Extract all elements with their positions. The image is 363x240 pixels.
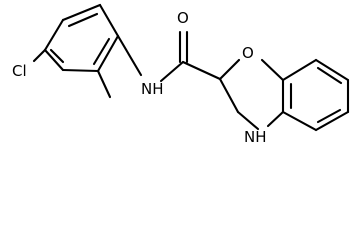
bond — [266, 110, 285, 128]
bond — [96, 34, 120, 73]
aromatic-double-bond — [316, 108, 342, 124]
bond — [98, 3, 120, 38]
bond — [218, 77, 240, 114]
bond — [281, 110, 318, 132]
carbonyl-oxygen-label: O — [177, 9, 189, 27]
bond — [43, 18, 65, 52]
bond — [43, 48, 65, 72]
molecule-structure: Cl NH O O NH — [12, 3, 350, 146]
oxazine-ring — [218, 58, 285, 131]
bond — [314, 110, 350, 132]
aromatic-double-bond — [92, 37, 111, 66]
bond — [61, 3, 102, 22]
bond — [260, 58, 285, 82]
phenyl-substituents — [32, 48, 112, 99]
fused-benzene-ring — [281, 58, 350, 132]
bond — [236, 110, 260, 131]
bond — [181, 60, 222, 81]
bond — [116, 34, 143, 77]
bond — [159, 60, 185, 83]
chlorine-bond — [32, 48, 47, 63]
bond — [61, 68, 100, 73]
methyl-bond — [96, 69, 112, 99]
bond — [314, 58, 350, 82]
ring-nh-label: NH — [244, 128, 267, 146]
aromatic-double-bond — [316, 66, 343, 85]
ring-oxygen-label: O — [242, 44, 254, 62]
bond — [281, 58, 318, 82]
aromatic-double-bond — [49, 48, 65, 64]
chloromethylphenyl-ring — [43, 3, 120, 73]
bond — [218, 58, 241, 81]
amide-nh-label: NH — [141, 80, 164, 98]
chlorine-label: Cl — [12, 62, 27, 80]
amide-linkage — [116, 30, 222, 83]
aromatic-double-bond — [67, 12, 99, 28]
